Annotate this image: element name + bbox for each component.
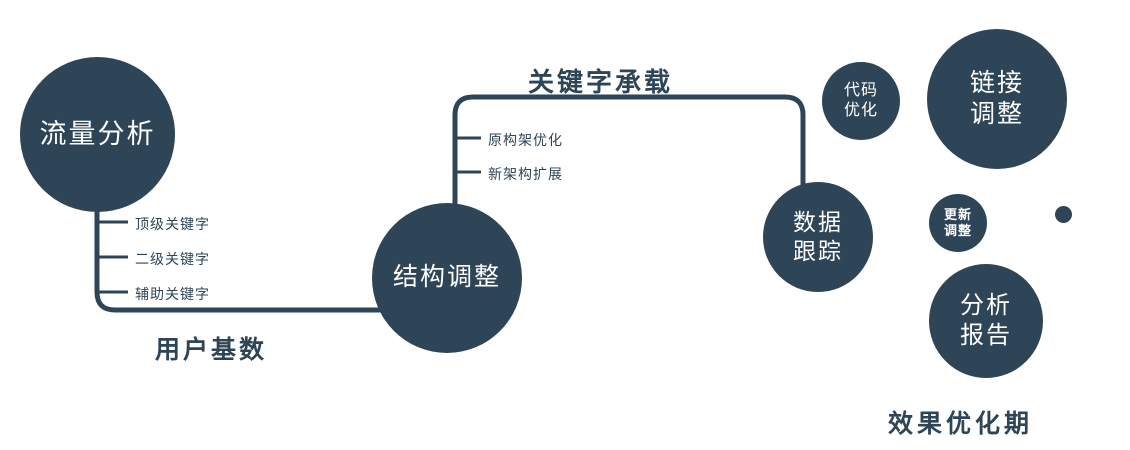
node-traffic-analysis: 流量分析	[20, 57, 175, 212]
node-analysis-report-line1: 分析	[960, 292, 1012, 319]
node-analysis-report-line2: 报告	[960, 322, 1012, 349]
node-code-optimize-line2: 优化	[843, 102, 878, 119]
branch-label-original-arch: 原构架优化	[488, 132, 563, 148]
node-update-adjust-line2: 调整	[943, 223, 972, 238]
connector-structure-tracking	[452, 94, 806, 215]
node-update-adjust: 更新 调整	[929, 194, 987, 252]
node-analysis-report: 分析 报告	[929, 264, 1043, 378]
edge-label-keyword-carry: 关键字承载	[528, 67, 674, 97]
branch-label-second-keywords: 二级关键字	[135, 251, 210, 267]
branch-label-new-arch: 新架构扩展	[488, 166, 563, 182]
node-data-tracking: 数据 跟踪	[763, 182, 873, 292]
node-code-optimize-line1: 代码	[843, 82, 878, 99]
dot-marker	[1055, 206, 1072, 223]
node-code-optimize: 代码 优化	[822, 62, 900, 140]
footer-phase-label: 效果优化期	[888, 410, 1034, 438]
node-data-tracking-line2: 跟踪	[793, 238, 843, 264]
edge-label-user-base: 用户基数	[155, 336, 268, 364]
node-update-adjust-line1: 更新	[943, 206, 972, 222]
node-structure-adjust: 结构调整	[372, 203, 522, 353]
node-link-adjust: 链接 调整	[927, 29, 1067, 169]
node-data-tracking-line1: 数据	[793, 209, 843, 236]
node-structure-adjust-label: 结构调整	[392, 263, 501, 292]
node-traffic-analysis-label: 流量分析	[39, 118, 156, 149]
branch-label-aux-keywords: 辅助关键字	[135, 286, 210, 302]
node-link-adjust-line1: 链接	[969, 68, 1024, 97]
node-link-adjust-line2: 调整	[969, 100, 1024, 128]
branch-label-top-keywords: 顶级关键字	[135, 216, 210, 232]
